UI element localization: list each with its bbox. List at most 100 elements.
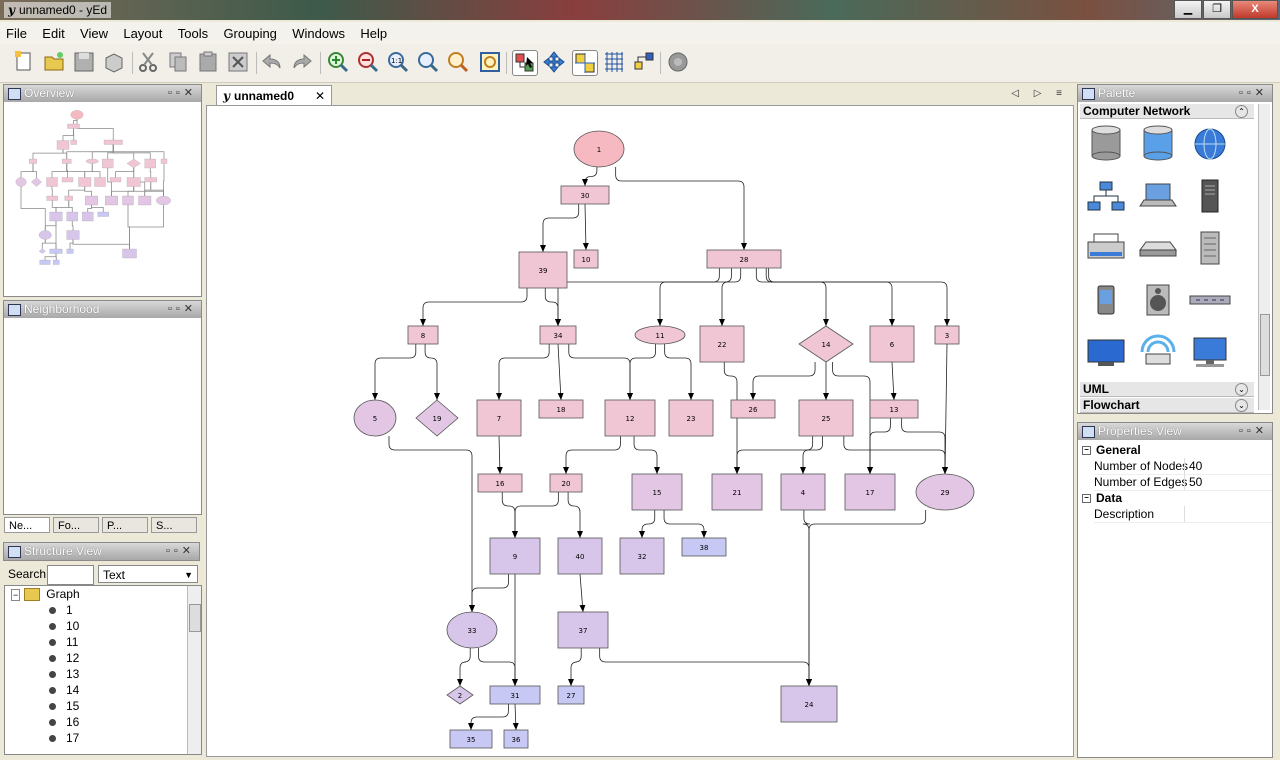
edge-34-7[interactable] <box>496 344 550 400</box>
node-35[interactable] <box>449 729 493 749</box>
edge-30-39[interactable] <box>540 204 580 252</box>
node-8[interactable] <box>407 325 439 345</box>
node-19[interactable] <box>415 399 459 437</box>
node-20[interactable] <box>549 473 583 493</box>
node-13[interactable] <box>869 399 919 419</box>
edge-14-26[interactable] <box>750 362 816 400</box>
expand-icon[interactable]: ⌄ <box>1235 399 1248 412</box>
tree-root[interactable]: −Graph <box>11 586 80 602</box>
overview-minimap[interactable] <box>4 102 199 294</box>
node-4[interactable] <box>780 473 826 511</box>
menu-grouping[interactable]: Grouping <box>223 26 277 41</box>
node-37[interactable] <box>557 611 609 649</box>
collapse-icon[interactable]: − <box>11 589 21 601</box>
edge-16-9[interactable] <box>501 492 518 538</box>
zoom-in-button[interactable] <box>326 50 350 74</box>
orthogonal-edges-button[interactable] <box>632 50 656 74</box>
edge-6-13[interactable] <box>890 361 897 401</box>
edge-1-28[interactable] <box>615 167 747 250</box>
collapse-icon[interactable]: − <box>1082 446 1091 456</box>
tree-item[interactable]: 17 <box>49 730 79 746</box>
node-31[interactable] <box>489 685 541 705</box>
grid-button[interactable] <box>602 50 626 74</box>
zoom-out-button[interactable] <box>356 50 380 74</box>
edge-29-24[interactable] <box>806 510 927 686</box>
node-29[interactable] <box>915 473 975 511</box>
palette-scrollbar[interactable] <box>1258 104 1270 410</box>
server-rack-icon[interactable] <box>1200 231 1220 265</box>
collapse-icon[interactable]: − <box>1082 494 1091 504</box>
tab-folding[interactable]: Fo... <box>53 517 99 533</box>
search-input[interactable] <box>47 565 94 585</box>
close-icon[interactable]: ✕ <box>314 89 325 103</box>
delete-button[interactable] <box>226 50 250 74</box>
structure-tree[interactable]: −Graph 1 10 11 12 13 14 15 16 17 <box>4 585 202 755</box>
edge-28-14[interactable] <box>755 268 829 326</box>
node-3[interactable] <box>934 325 960 345</box>
network-switch-icon[interactable] <box>1087 181 1125 211</box>
edge-8-5[interactable] <box>372 344 417 400</box>
tree-item[interactable]: 12 <box>49 650 79 666</box>
node-10[interactable] <box>573 249 599 269</box>
edge-22-21[interactable] <box>723 362 740 474</box>
edge-28-6[interactable] <box>765 268 895 326</box>
edge-37-24[interactable] <box>599 648 812 686</box>
new-document-button[interactable] <box>12 50 36 74</box>
scroll-thumb[interactable] <box>1260 314 1270 376</box>
menu-view[interactable]: View <box>80 26 108 41</box>
workstation-icon[interactable] <box>1193 337 1227 367</box>
node-22[interactable] <box>699 325 745 363</box>
node-26[interactable] <box>730 399 776 419</box>
edge-8-19[interactable] <box>424 344 440 400</box>
panel-controls[interactable]: ▫▫✕ <box>1238 425 1268 437</box>
edge-34-12[interactable] <box>568 344 633 400</box>
maximize-button[interactable]: ❐ <box>1203 0 1231 19</box>
edge-20-9[interactable] <box>512 492 559 538</box>
edge-28-22[interactable] <box>719 268 742 326</box>
edge-34-18[interactable] <box>557 343 564 401</box>
pda-icon[interactable] <box>1097 285 1115 315</box>
tab-p[interactable]: P... <box>102 517 148 533</box>
search-mode-select[interactable]: Text▼ <box>98 565 198 583</box>
palette-section-uml[interactable]: UML⌄ <box>1080 382 1254 397</box>
node-33[interactable] <box>446 611 498 649</box>
node-12[interactable] <box>604 399 656 437</box>
edge-12-20[interactable] <box>563 436 621 474</box>
section-general[interactable]: −General <box>1082 442 1141 458</box>
open-button[interactable] <box>42 50 66 74</box>
globe-icon[interactable] <box>1194 128 1226 160</box>
edge-15-32[interactable] <box>639 510 656 538</box>
snapping-button[interactable] <box>572 50 598 76</box>
node-1[interactable] <box>573 130 625 168</box>
edge-39-8[interactable] <box>420 288 528 326</box>
laptop-icon[interactable] <box>1139 183 1177 207</box>
edge-28-11[interactable] <box>657 268 732 326</box>
save-button[interactable] <box>72 50 96 74</box>
tab-neighborhood[interactable]: Ne... <box>4 517 50 533</box>
edge-4-24[interactable] <box>802 510 812 686</box>
menu-windows[interactable]: Windows <box>292 26 346 41</box>
tree-item[interactable]: 15 <box>49 698 79 714</box>
edge-1-30[interactable] <box>582 167 598 186</box>
node-39[interactable] <box>518 251 568 289</box>
zoom-fit-button[interactable] <box>416 50 440 74</box>
node-40[interactable] <box>557 537 603 575</box>
monitor-icon[interactable] <box>1087 339 1125 366</box>
node-16[interactable] <box>477 473 523 493</box>
node-28[interactable] <box>706 249 782 269</box>
node-18[interactable] <box>538 399 584 419</box>
node-5[interactable] <box>353 399 397 437</box>
zoom-area-button[interactable] <box>446 50 470 74</box>
menu-edit[interactable]: Edit <box>42 26 65 41</box>
edge-20-40[interactable] <box>567 492 583 538</box>
edge-31-36[interactable] <box>512 703 519 731</box>
panel-controls[interactable]: ▫▫✕ <box>167 303 197 315</box>
edge-9-33[interactable] <box>469 574 509 612</box>
printer-icon[interactable] <box>1087 233 1125 259</box>
tree-item[interactable]: 10 <box>49 618 79 634</box>
node-25[interactable] <box>798 399 854 437</box>
edge-11-12[interactable] <box>627 344 656 400</box>
